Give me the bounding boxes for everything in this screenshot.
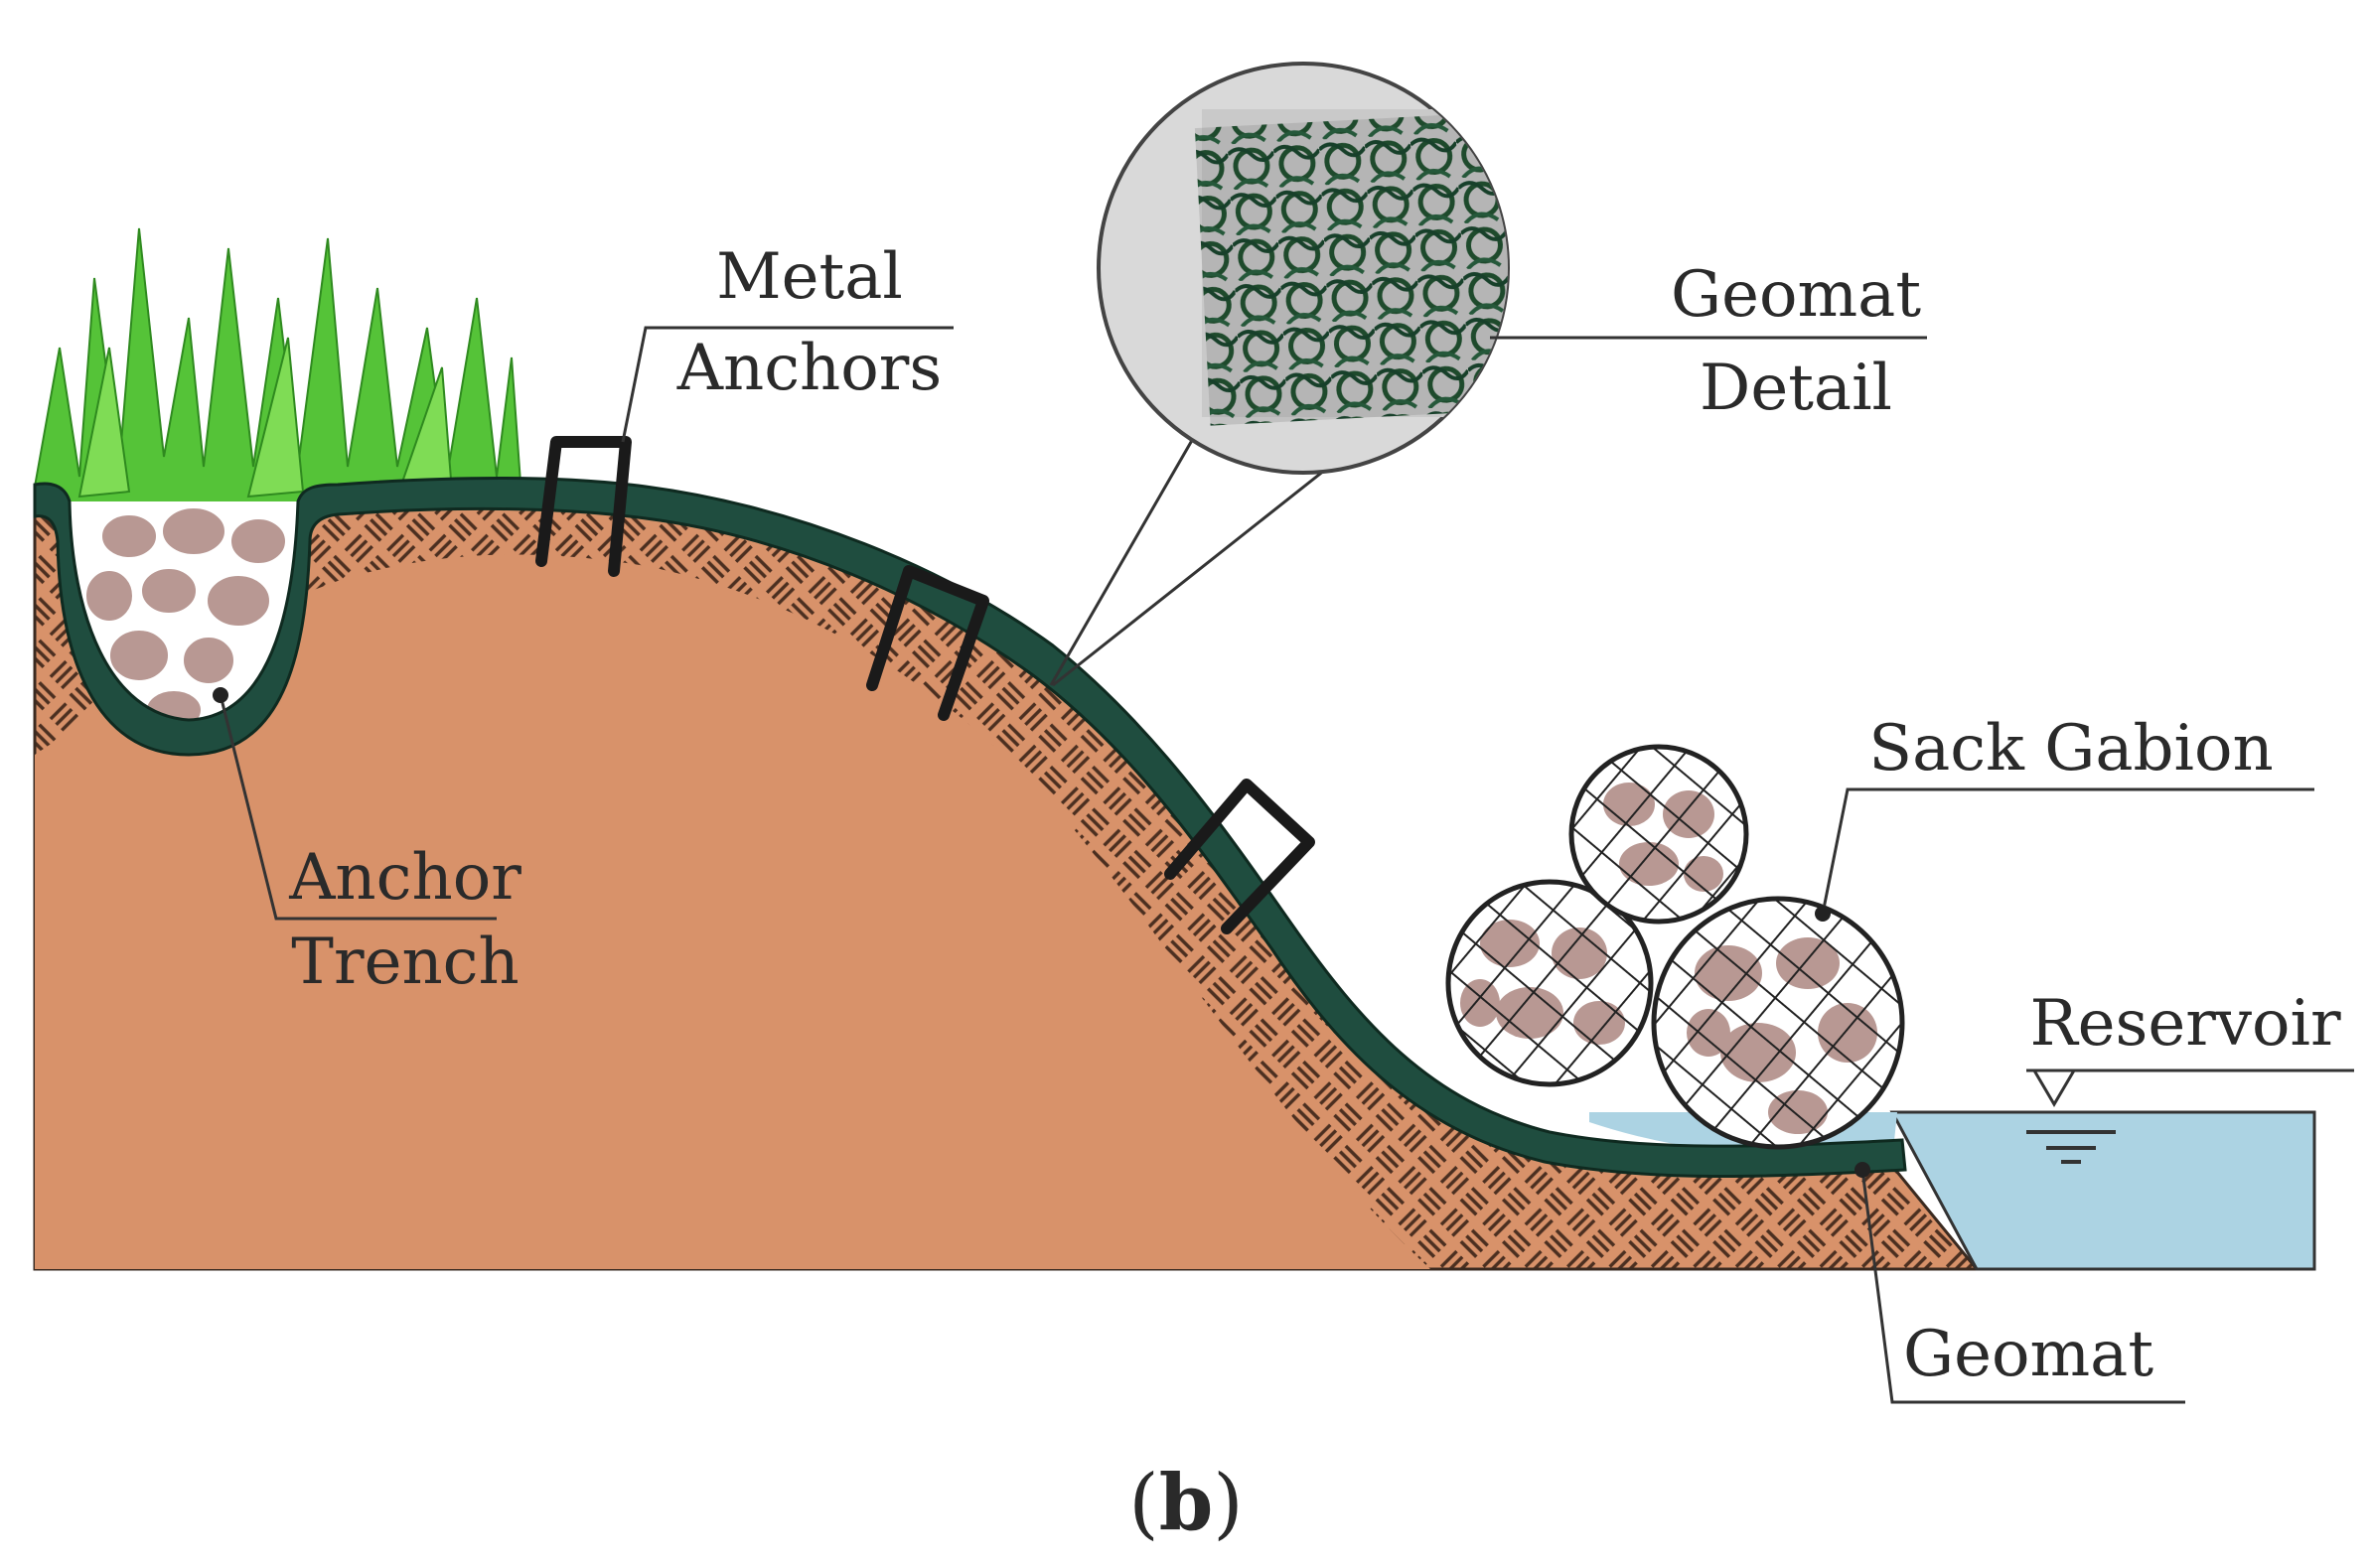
geomat-layer <box>33 477 1907 1179</box>
geomat-detail-callout <box>1049 62 1510 687</box>
figure-caption: (b) <box>1128 1458 1243 1548</box>
sack-gabion-dot <box>1815 906 1831 922</box>
caption-open-paren: ( <box>1128 1459 1158 1548</box>
sack-gabion <box>1651 896 1905 1150</box>
sack-gabion-leader <box>1821 787 2314 915</box>
sack-gabion <box>1445 879 1654 1087</box>
sack-gabion <box>1568 744 1749 925</box>
metal-anchor <box>535 436 632 577</box>
geomat-detail-label: Geomat <box>1671 258 1921 332</box>
anchor-trench-dot <box>213 687 228 703</box>
geomat-leader <box>1860 1169 2185 1404</box>
geomat-dot <box>1854 1162 1870 1178</box>
geomat-detail-label: Detail <box>1700 352 1892 425</box>
sack-gabion-label: Sack Gabion <box>1868 712 2273 785</box>
reservoir-label: Reservoir <box>2029 987 2341 1061</box>
metal-anchors-label: Metal <box>716 240 903 314</box>
metal-anchor <box>1164 779 1315 934</box>
metal-anchors-leader <box>621 326 954 443</box>
grass-tuft <box>34 227 523 518</box>
anchor-trench-label: Trench <box>291 926 519 999</box>
metal-anchors-label: Anchors <box>676 332 942 405</box>
metal-anchor <box>866 565 989 721</box>
leader-lines <box>219 326 2314 1404</box>
anchor-trench-leader <box>219 694 497 921</box>
anchor-trench-label: Anchor <box>288 841 521 915</box>
geomat-label: Geomat <box>1903 1318 2153 1391</box>
caption-close-paren: ) <box>1213 1459 1243 1548</box>
caption-letter: b <box>1159 1458 1214 1548</box>
